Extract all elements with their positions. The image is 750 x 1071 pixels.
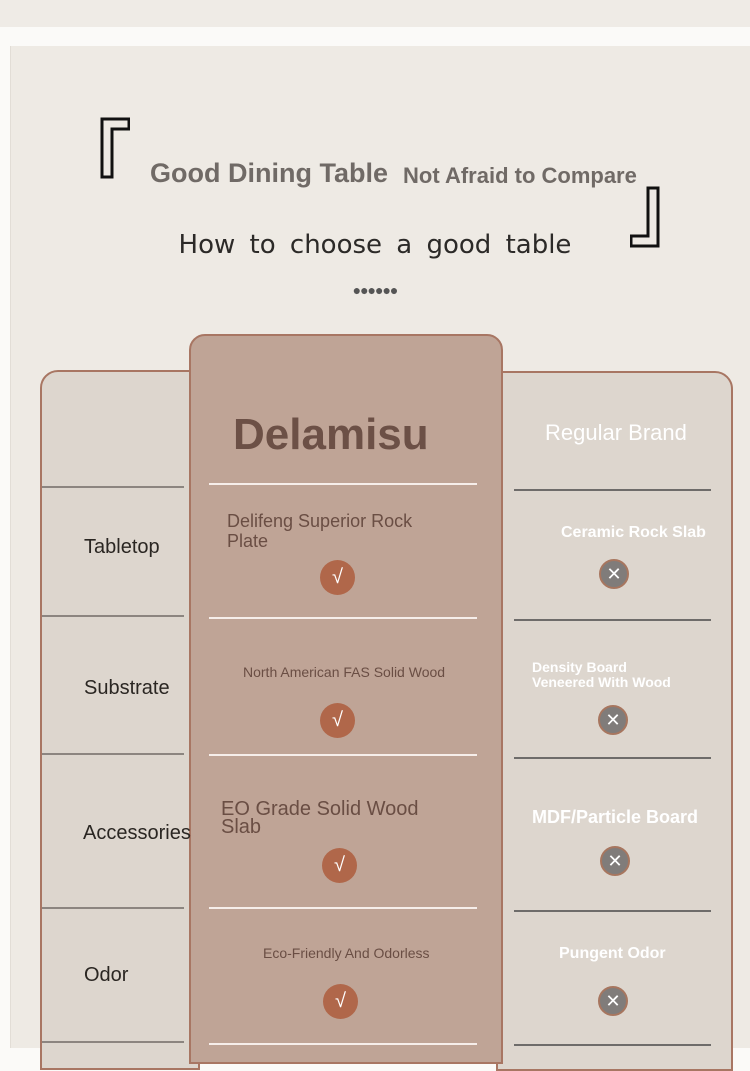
divider	[514, 619, 711, 621]
divider	[209, 754, 477, 756]
cross-icon: ✕	[599, 559, 629, 589]
cross-icon: ✕	[598, 705, 628, 735]
title-main: Good Dining Table	[150, 158, 388, 188]
subtitle: How to choose a good table	[178, 230, 572, 260]
check-icon: √	[320, 560, 355, 595]
divider	[42, 753, 184, 755]
row-label-odor: Odor	[84, 964, 129, 986]
cross-icon: ✕	[600, 846, 630, 876]
cross-icon: ✕	[598, 986, 628, 1016]
brand-name: Delamisu	[233, 410, 429, 459]
brand-value-odor: Eco-Friendly And Odorless	[263, 945, 430, 961]
divider	[514, 1044, 711, 1046]
divider	[42, 615, 184, 617]
brand-value-accessories: EO Grade Solid Wood Slab	[221, 798, 419, 838]
competitor-value-accessories: MDF/Particle Board	[532, 807, 699, 827]
row-label-accessories: Accessories	[83, 822, 191, 844]
divider	[514, 910, 711, 912]
divider	[42, 1041, 184, 1043]
brand-value-substrate: North American FAS Solid Wood	[243, 664, 446, 680]
divider	[209, 907, 477, 909]
open-bracket-icon	[100, 117, 130, 179]
divider	[42, 907, 184, 909]
divider	[209, 1043, 477, 1045]
row-label-substrate: Substrate	[84, 677, 170, 699]
competitor-value-substrate: Density Board Veneered With Wood	[532, 659, 671, 690]
dots-divider: ●●●●●●	[352, 282, 399, 298]
competitor-value-tabletop: Ceramic Rock Slab	[561, 524, 706, 541]
check-icon: √	[322, 848, 357, 883]
top-strip	[0, 0, 750, 27]
divider	[209, 617, 477, 619]
divider	[514, 489, 711, 491]
title-secondary: Not Afraid to Compare	[403, 163, 637, 188]
close-bracket-icon	[630, 186, 660, 248]
divider	[209, 483, 477, 485]
check-icon: √	[323, 984, 358, 1019]
divider	[42, 486, 184, 488]
row-label-tabletop: Tabletop	[84, 536, 160, 558]
competitor-name: Regular Brand	[545, 420, 687, 445]
brand-column	[189, 334, 503, 1064]
divider	[514, 757, 711, 759]
brand-value-tabletop: Delifeng Superior Rock Plate	[227, 511, 413, 551]
competitor-value-odor: Pungent Odor	[559, 945, 666, 962]
check-icon: √	[320, 703, 355, 738]
